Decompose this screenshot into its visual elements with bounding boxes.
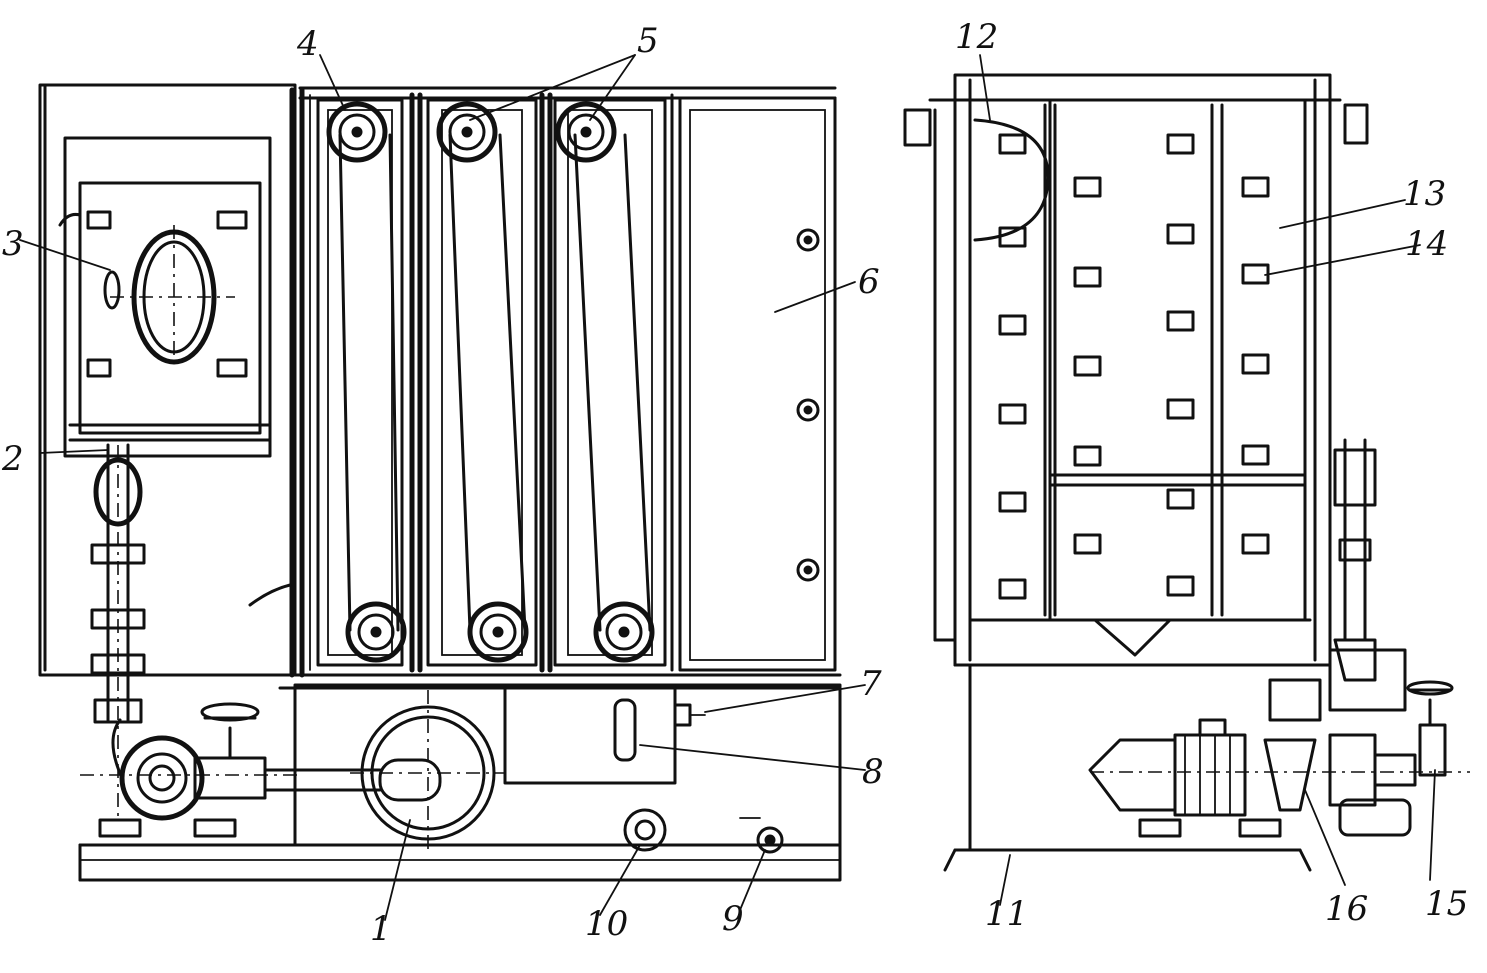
- callout-10: 10: [585, 904, 628, 944]
- filter-columns: [298, 86, 837, 673]
- callout-3: 3: [2, 224, 24, 264]
- leader-lines: [19, 54, 1436, 921]
- callout-4: 4: [296, 24, 319, 64]
- callout-13: 13: [1403, 174, 1446, 214]
- callout-1: 1: [370, 909, 392, 949]
- callout-7: 7: [860, 664, 882, 704]
- callout-12: 12: [955, 17, 998, 57]
- nozzles: [998, 133, 1270, 600]
- callout-6: 6: [858, 262, 880, 302]
- callout-9: 9: [722, 899, 744, 939]
- callout-16: 16: [1325, 889, 1368, 929]
- front-pump: [80, 443, 442, 838]
- callout-8: 8: [862, 752, 884, 792]
- right-chamber: [678, 96, 837, 672]
- side-view: [903, 73, 1470, 872]
- front-view: [38, 83, 842, 882]
- callout-14: 14: [1405, 224, 1448, 264]
- callout-5: 5: [637, 21, 659, 61]
- lower-tank: [278, 673, 842, 854]
- left-chamber: [38, 83, 311, 678]
- callout-2: 2: [1, 439, 24, 479]
- callout-labels: 1 2 3 4 5 6 7 8 9 10 11 12 13 14 15 16: [1, 17, 1468, 949]
- callout-11: 11: [985, 894, 1028, 934]
- callout-15: 15: [1425, 884, 1468, 924]
- base-frame: [78, 843, 842, 882]
